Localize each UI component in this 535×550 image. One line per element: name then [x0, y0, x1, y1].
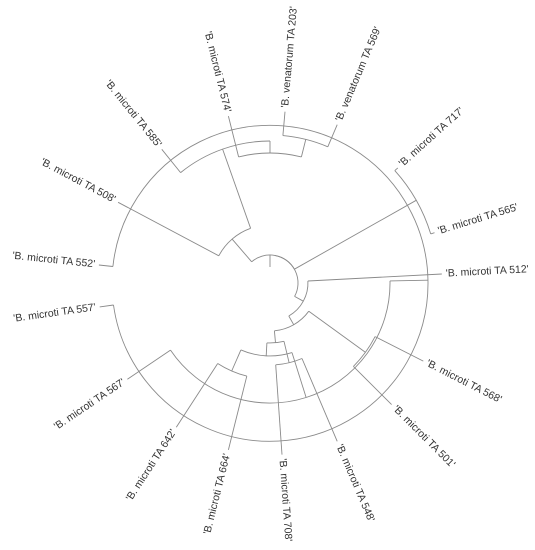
tip-branch — [307, 273, 442, 282]
tree-branches — [98, 111, 442, 455]
tip-branch — [227, 115, 240, 158]
tip-branch — [327, 124, 338, 147]
tip-branch — [394, 167, 399, 171]
tip-branch — [282, 111, 286, 136]
tip-label: 'B. microti TA 565' — [436, 201, 519, 237]
clade-arc — [353, 336, 376, 367]
internal-branch — [231, 238, 253, 263]
internal-branch — [283, 341, 290, 363]
tip-branch — [374, 336, 424, 362]
tip-label: 'B. microti TA 548' — [333, 443, 376, 524]
clade-arc — [282, 135, 328, 148]
internal-branch — [291, 352, 307, 398]
internal-branch — [231, 349, 242, 372]
tip-label: 'B. venatorum TA 203' — [279, 6, 300, 108]
tip-branch — [301, 358, 338, 442]
tip-label: 'B. microti TA 642' — [124, 427, 179, 503]
internal-branch — [222, 148, 252, 229]
tip-branch — [127, 349, 171, 380]
clade-arc — [180, 140, 271, 173]
tip-label: 'B. microti TA 585' — [102, 78, 164, 150]
tip-label: 'B. venatorum TA 569' — [333, 25, 384, 123]
clade-arc — [274, 310, 310, 332]
tip-label: 'B. microti TA 717' — [397, 105, 467, 169]
tip-label: 'B. microti TA 568' — [424, 357, 503, 405]
tip-label: 'B. microti TA 557' — [13, 301, 97, 324]
internal-branch — [273, 330, 276, 343]
clade-arc — [218, 227, 251, 257]
internal-branch — [265, 342, 268, 356]
tip-label: 'B. microti TA 574' — [202, 30, 234, 113]
tip-branch — [117, 201, 220, 257]
clade-arc — [240, 349, 293, 357]
tip-branch — [98, 264, 113, 267]
tip-branch — [161, 149, 181, 173]
clade-arc — [394, 170, 432, 235]
tip-label: 'B. microti TA 501' — [390, 403, 457, 470]
tip-label: 'B. microti TA 708' — [277, 458, 295, 542]
internal-branch — [294, 296, 304, 302]
tip-label: 'B. microti TA 567' — [52, 376, 128, 432]
tip-branch — [430, 232, 435, 235]
tip-label: 'B. microti TA 512' — [445, 263, 529, 279]
tip-label: 'B. microti TA 664' — [201, 452, 233, 535]
tip-label: 'B. microti TA 552' — [12, 250, 96, 271]
clade-arc — [112, 124, 429, 442]
tree-tip-labels: 'B. microti TA 512''B. microti TA 568''B… — [12, 6, 529, 542]
internal-branch — [294, 199, 417, 270]
internal-branch — [288, 315, 295, 325]
clade-arc — [288, 280, 309, 317]
tip-branch — [175, 363, 219, 428]
tip-branch — [353, 366, 392, 405]
clade-arc — [238, 152, 302, 158]
root-arc — [274, 254, 299, 297]
tip-branch — [275, 364, 283, 455]
tip-label: 'B. microti TA 508' — [39, 156, 118, 206]
internal-branch — [308, 310, 366, 353]
internal-branch — [300, 139, 307, 158]
clade-arc — [170, 280, 391, 404]
internal-branch — [389, 279, 429, 282]
tip-branch — [99, 304, 114, 308]
tip-branch — [227, 375, 248, 451]
clade-arc — [251, 254, 295, 270]
